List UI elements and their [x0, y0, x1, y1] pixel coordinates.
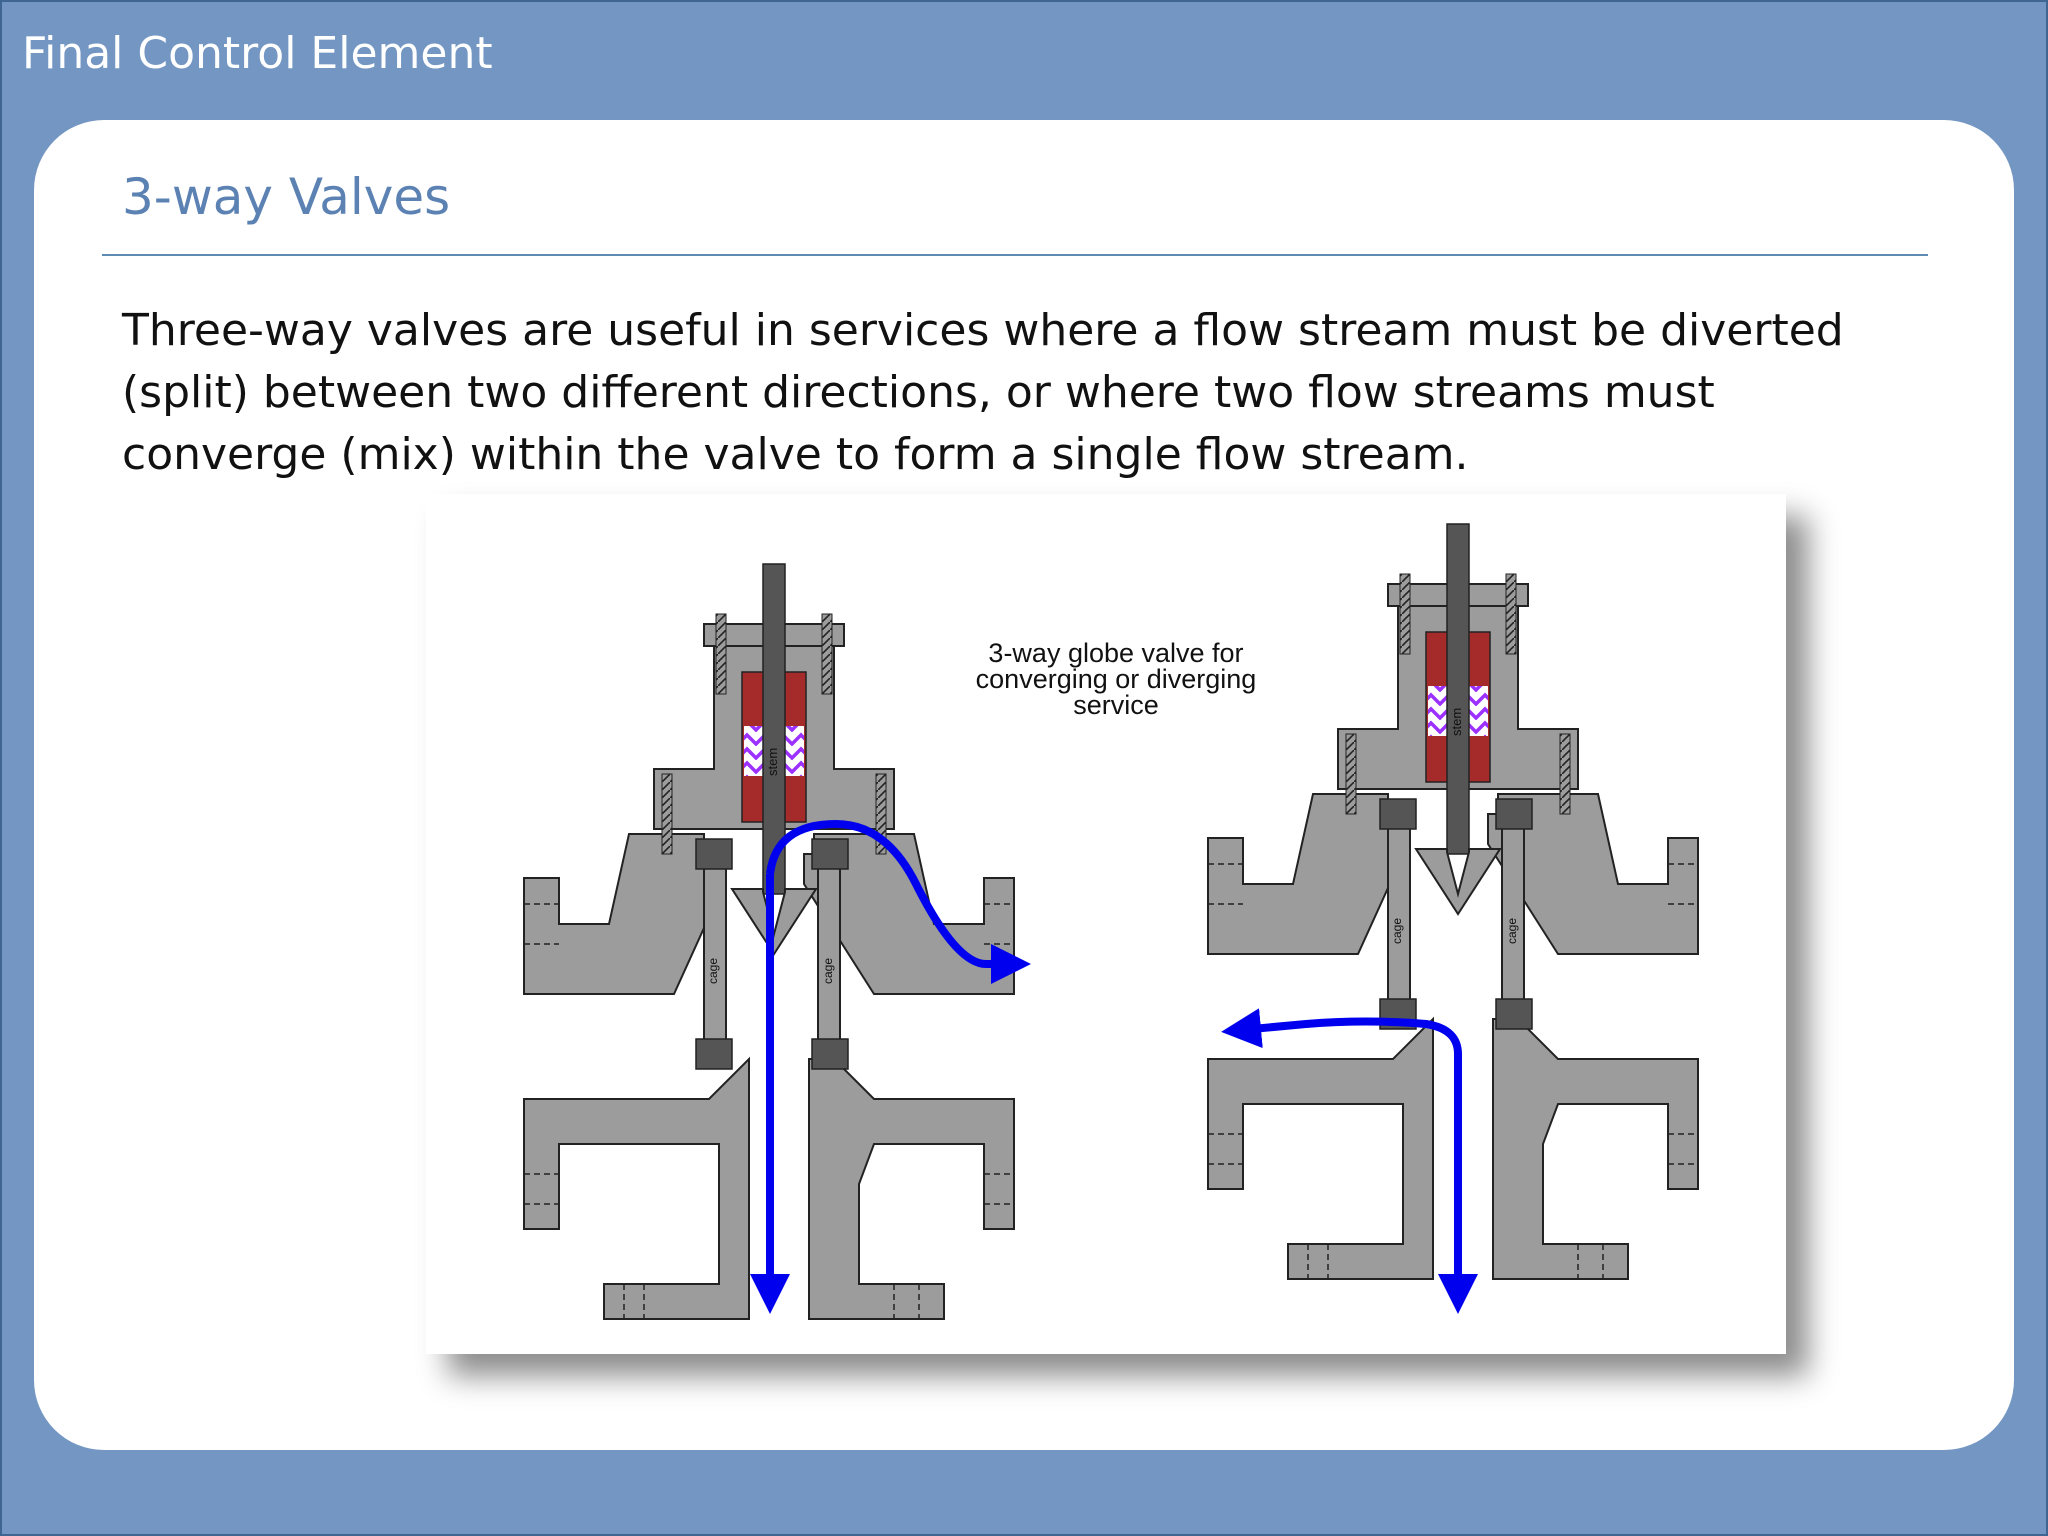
valve-diagram: cage cage stem — [426, 494, 1786, 1354]
body-paragraph: Three-way valves are useful in services … — [122, 305, 1844, 480]
valve-right — [1207, 523, 1699, 1280]
valve-diagram-svg: cage cage stem — [523, 523, 1699, 1320]
page-title: 3-way Valves — [122, 168, 451, 226]
title-divider — [102, 254, 1928, 256]
section-header: Final Control Element — [22, 28, 493, 79]
diverted-flow-arrow — [766, 819, 1031, 984]
diagram-caption: 3-way globe valve for converging or dive… — [975, 638, 1257, 720]
converging-flow-arrow — [1221, 1008, 1462, 1055]
